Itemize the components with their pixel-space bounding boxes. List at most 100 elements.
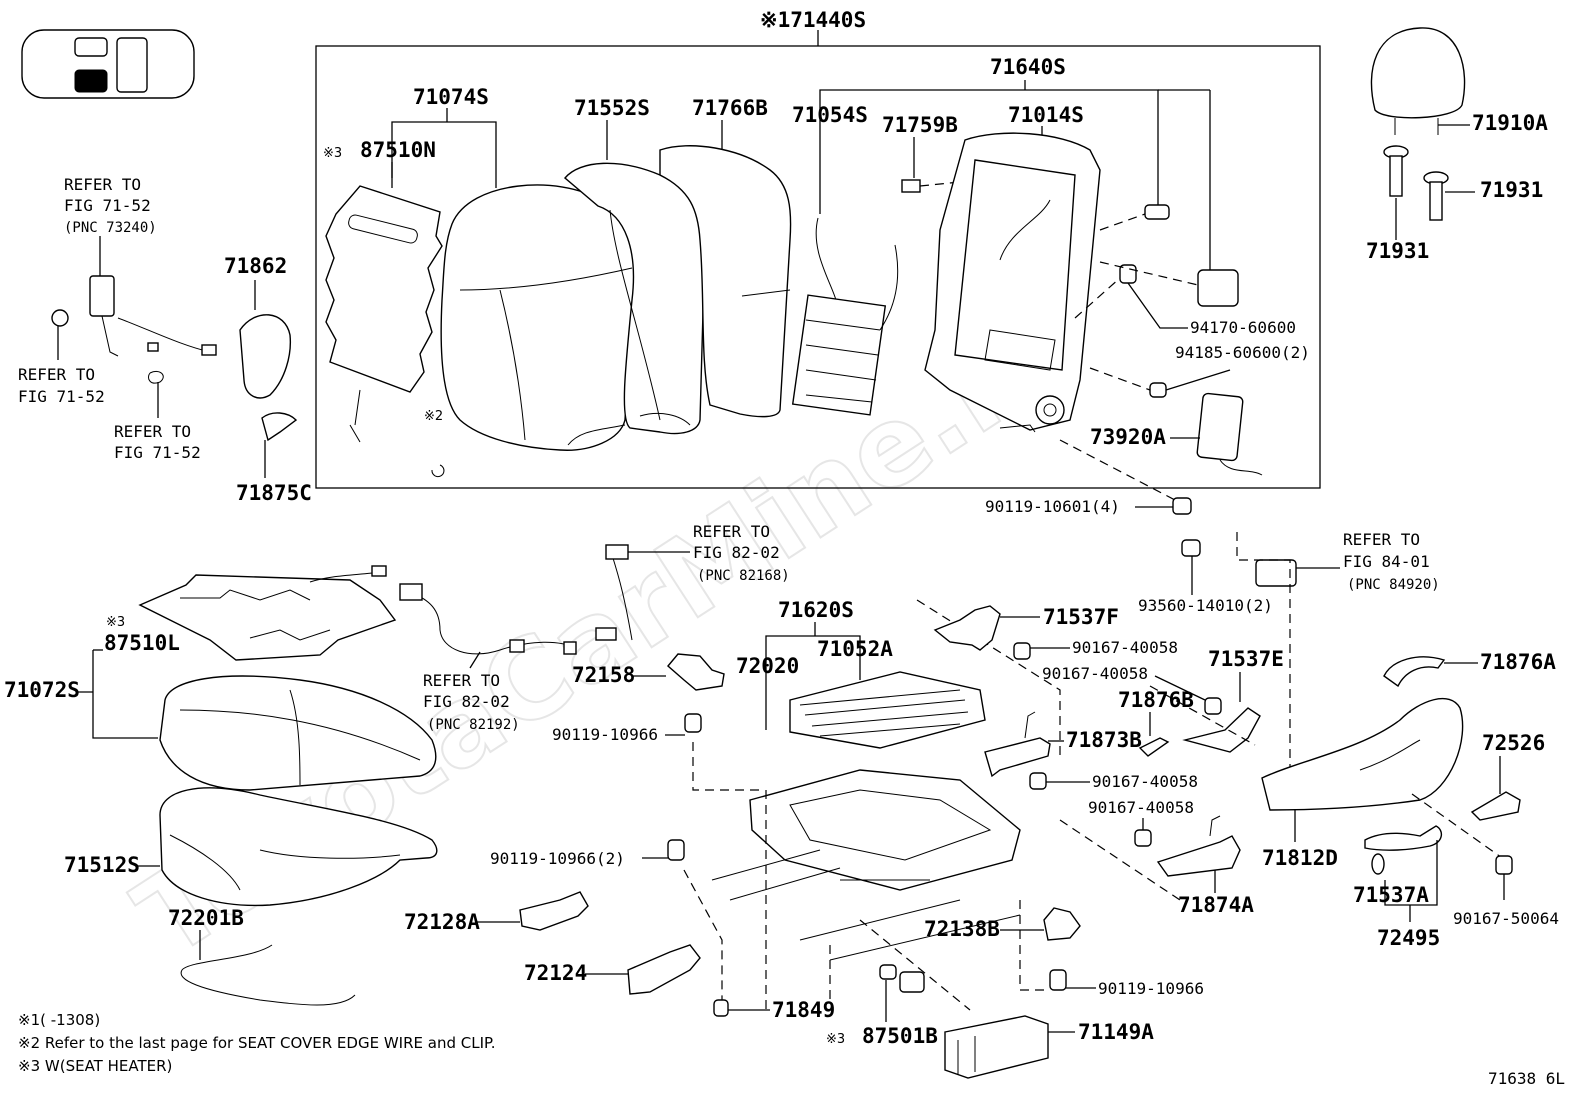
bolt-90119-10601 [1172,497,1192,515]
screw-93560 [1181,539,1201,557]
footnote-2: ※2 Refer to the last page for SEAT COVER… [18,1034,495,1052]
label-71931-left: 71931 [1366,239,1429,263]
label-71537F: 71537F [1043,605,1119,629]
heater-controller-87501B [879,964,925,993]
headrest [1370,27,1466,119]
label-94185-60600: 94185-60600(2) [1175,343,1310,362]
screw-90167-50064 [1495,855,1513,875]
label-71640S: 71640S [990,55,1066,79]
screw-90167-a [1013,642,1031,660]
seat-shield-71812D [1261,697,1464,811]
label-72201B: 72201B [168,906,244,930]
label-71873B: 71873B [1066,728,1142,752]
ref-wire-upper-pnc: (PNC 82168) [697,568,790,584]
label-71759B: 71759B [882,113,958,137]
seat-cushion-pad [159,787,438,907]
seatback-board [659,145,792,418]
label-87501B: 87501B [862,1024,938,1048]
cover-72138B [1043,907,1081,941]
screw-90167-d [1134,829,1152,847]
label-72020: 72020 [736,654,799,678]
label-71862: 71862 [224,254,287,278]
label-90119-10966-2: 90119-10966(2) [490,849,625,868]
side-airbag [1196,392,1244,462]
label-71149A: 71149A [1078,1020,1154,1044]
heater-mark-87501B: ※3 [826,1032,845,1047]
seatback-cover [440,184,639,451]
cover-71874A [1156,835,1241,877]
label-72128A: 72128A [404,910,480,934]
ref-belt-pnc: (PNC 73240) [64,220,157,236]
label-71072S: 71072S [4,678,80,702]
wire-harness-lower [409,591,576,655]
label-90167-40058-c: 90167-40058 [1092,772,1198,791]
seatback-heater-pad [325,185,443,393]
cover-71537E [1182,707,1261,753]
cover-72128A [519,891,589,931]
cushion-heater-pad [138,574,397,661]
seat-spring-mat [789,671,986,749]
label-87510L: 87510L [104,631,180,655]
cover-71862 [239,314,292,399]
label-90167-50064: 90167-50064 [1453,909,1559,928]
nut-94185 [1149,382,1167,398]
label-72138B: 72138B [924,917,1000,941]
label-71537E: 71537E [1208,647,1284,671]
label-71552S: 71552S [574,96,650,120]
cover-72158 [667,653,725,691]
note2-mark: ※2 [424,409,443,424]
lumbar-support [791,217,899,416]
ref-belt-left-line1: REFER TO [18,365,95,384]
label-90119-10966-b: 90119-10966 [1098,979,1204,998]
screw-90167-b [1204,697,1222,715]
ref-wire-upper-line1: REFER TO [693,522,770,541]
ref-wire-lower-line1: REFER TO [423,671,500,690]
ref-switch-pnc: (PNC 84920) [1347,577,1440,593]
knob-71537A [1371,853,1385,875]
label-71766B: 71766B [692,96,768,120]
cover-edge-wire [180,944,356,1006]
knob-72526 [1470,791,1521,821]
ref-belt-lower-line2: FIG 71-52 [114,443,201,462]
cover-72124 [627,944,701,995]
label-71875C: 71875C [236,481,312,505]
label-90167-40058-b: 90167-40058 [1042,664,1148,683]
label-87510N: 87510N [360,138,436,162]
label-71931-right: 71931 [1480,178,1543,202]
label-90119-10966-a: 90119-10966 [552,725,658,744]
ref-belt-left-line2: FIG 71-52 [18,387,105,406]
cover-71875C [261,412,298,442]
label-94170-60600: 94170-60600 [1190,318,1296,337]
label-71440S: ※171440S [760,8,866,32]
heater-mark-87510N: ※3 [323,146,342,161]
cover-71876A [1383,656,1446,688]
bolt-90119-10966-a [684,713,702,733]
cover-71876B [1138,737,1170,757]
seatback-frame [924,132,1101,433]
label-71876A: 71876A [1480,650,1556,674]
label-72124: 72124 [524,961,587,985]
label-71052A: 71052A [817,637,893,661]
label-90167-40058-d: 90167-40058 [1088,798,1194,817]
ref-wire-lower-line2: FIG 82-02 [423,692,510,711]
label-90119-10601: 90119-10601(4) [985,497,1120,516]
ref-wire-upper-line2: FIG 82-02 [693,543,780,562]
seat-position-icon [21,29,195,99]
cover-71149A [944,1015,1049,1079]
label-71876B: 71876B [1118,688,1194,712]
ref-switch-line2: FIG 84-01 [1343,552,1430,571]
ref-wire-lower-pnc: (PNC 82192) [427,717,520,733]
seatback-pad [564,162,706,435]
label-71620S: 71620S [778,598,854,622]
headrest-guide-right [1423,171,1449,221]
frame-cap [1144,204,1170,220]
seat-belt-buckle [51,275,217,384]
cover-71873B [984,737,1051,778]
label-73920A: 73920A [1090,425,1166,449]
cover-71537A [1364,825,1443,851]
bolt-90119-10966-2 [667,839,685,861]
side-airbag-connector [1197,269,1239,307]
clip-71849 [713,999,729,1017]
heater-mark-87510L: ※3 [106,615,125,630]
